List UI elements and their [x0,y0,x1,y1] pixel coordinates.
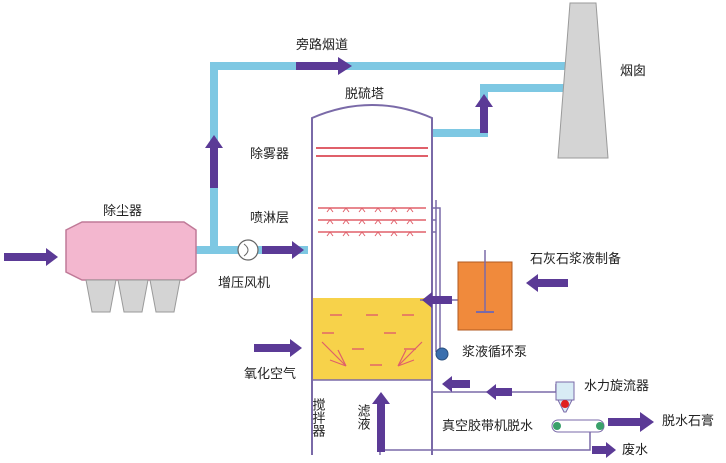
spray-layers [318,207,426,237]
label-booster-fan: 增压风机 [218,276,270,291]
chimney [557,2,609,159]
label-slurry-circulation-pump: 浆液循环泵 [462,345,527,360]
dust-collector [65,221,197,313]
label-desulfurization-tower: 脱硫塔 [345,87,384,102]
label-spray-layer: 喷淋层 [250,211,289,226]
label-bypass-flue: 旁路烟道 [296,37,348,53]
label-vacuum-belt-dewatering: 真空胶带机脱水 [442,418,533,434]
label-waste-water: 废水 [622,442,648,458]
label-dust-collector: 除尘器 [103,204,142,219]
label-demister: 除雾器 [250,147,289,162]
label-oxidation-air: 氧化空气 [244,366,296,382]
label-limestone-slurry-prep: 石灰石浆液制备 [530,251,621,267]
demister-layers [316,147,428,157]
tower-outlet-pipe [432,84,568,137]
label-hydrocyclone: 水力旋流器 [584,379,649,394]
label-agitator: 搅拌器 [310,397,326,438]
hydrocyclone [555,381,575,413]
slurry-pool [313,298,431,380]
label-filtrate: 滤液 [355,404,371,430]
flow-arrows [4,57,654,458]
limestone-prep-tank [457,250,513,331]
vacuum-belt-filter [551,419,605,433]
slurry-circulation-pump [435,347,449,361]
label-dewatered-gypsum: 脱水石膏 [662,413,714,429]
booster-fan [237,239,259,261]
desulfurization-tower [311,104,433,455]
label-chimney: 烟囱 [620,64,646,79]
